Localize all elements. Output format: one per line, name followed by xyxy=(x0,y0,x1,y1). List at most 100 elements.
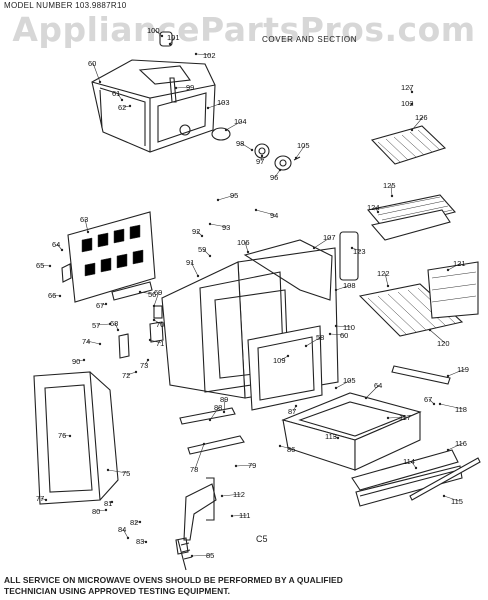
callout-anchor xyxy=(432,402,436,406)
callout-74: 74 xyxy=(82,337,90,346)
drawer-front xyxy=(351,449,481,507)
callout-116: 116 xyxy=(455,439,467,448)
callout-anchor xyxy=(390,194,394,198)
callout-60: 60 xyxy=(340,331,348,340)
callout-leader xyxy=(384,272,389,287)
callout-leader xyxy=(439,403,464,410)
left-small-parts xyxy=(111,281,164,359)
callout-leader xyxy=(92,62,101,83)
callout-leader xyxy=(225,120,243,131)
callout-leader xyxy=(169,36,176,45)
callout-101: 101 xyxy=(167,33,180,42)
callout-anchor xyxy=(286,354,290,358)
callout-anchor xyxy=(98,80,102,84)
callout-anchor xyxy=(144,540,148,544)
callout-anchor xyxy=(196,274,200,278)
callout-anchor xyxy=(138,290,142,294)
callout-61: 61 xyxy=(112,89,120,98)
callout-76: 76 xyxy=(58,431,66,440)
callout-85: 85 xyxy=(206,551,214,560)
callout-112: 112 xyxy=(233,490,245,499)
callout-leader xyxy=(447,262,462,271)
callout-69: 69 xyxy=(154,288,162,297)
watermark: AppliancePartsPros.com xyxy=(12,10,476,49)
callout-anchor xyxy=(200,234,204,238)
callout-anchor xyxy=(68,434,72,438)
callout-anchor xyxy=(294,404,298,408)
callout-anchor xyxy=(278,168,282,172)
callout-leader xyxy=(390,184,393,197)
callout-122: 122 xyxy=(377,269,390,278)
callout-leader xyxy=(56,243,63,251)
callout-114: 114 xyxy=(403,457,415,466)
callout-anchor xyxy=(410,102,414,106)
callout-115: 115 xyxy=(451,497,463,506)
callout-95: 95 xyxy=(230,191,238,200)
callout-anchor xyxy=(304,344,308,348)
callout-anchor xyxy=(60,248,64,252)
callout-leader xyxy=(313,236,332,249)
callout-anchor xyxy=(104,508,108,512)
callout-anchor xyxy=(58,294,62,298)
model-number: MODEL NUMBER 103.9887R10 xyxy=(4,1,127,10)
callout-120: 120 xyxy=(437,339,450,348)
callout-anchor xyxy=(386,416,390,420)
callout-anchor xyxy=(82,358,86,362)
callout-64: 64 xyxy=(52,240,60,249)
callout-leader xyxy=(116,92,123,101)
callout-leader xyxy=(40,264,51,267)
callout-102: 102 xyxy=(401,99,414,108)
callout-107: 107 xyxy=(323,233,336,242)
callout-leader xyxy=(96,509,107,512)
callout-anchor xyxy=(48,264,52,268)
footer-line-2: TECHNICIAN USING APPROVED TESTING EQUIPM… xyxy=(4,585,231,596)
callout-leader xyxy=(221,493,242,497)
callout-anchor xyxy=(234,464,238,468)
callout-leader xyxy=(295,144,306,159)
callout-leader xyxy=(107,469,128,474)
section-title: COVER AND SECTION xyxy=(262,35,358,44)
callout-leader xyxy=(447,368,466,377)
callout-anchor xyxy=(364,396,368,400)
callout-64: 64 xyxy=(374,381,382,390)
callout-leader xyxy=(411,116,424,131)
callout-leader xyxy=(194,443,205,470)
callout-leader xyxy=(240,142,253,151)
callout-leader xyxy=(223,398,226,413)
callout-anchor xyxy=(152,304,156,308)
callout-117: 117 xyxy=(399,413,411,422)
callout-anchor xyxy=(104,302,108,306)
rack-guide xyxy=(427,261,479,319)
callout-93: 93 xyxy=(222,223,230,232)
callout-83: 83 xyxy=(136,537,144,546)
callout-57: 57 xyxy=(92,321,100,330)
callout-anchor xyxy=(126,536,130,540)
callout-anchor xyxy=(128,104,132,108)
callout-leader xyxy=(255,209,276,216)
callout-58: 58 xyxy=(316,333,324,342)
callout-anchor xyxy=(220,494,224,498)
callout-leader xyxy=(202,248,211,257)
callout-67: 67 xyxy=(96,301,104,310)
left-panel xyxy=(61,211,156,303)
callout-59: 59 xyxy=(198,245,206,254)
callout-anchor xyxy=(110,500,114,504)
callout-leader xyxy=(175,86,192,89)
callout-leader xyxy=(195,53,212,56)
callout-leader xyxy=(274,169,281,178)
callout-anchor xyxy=(202,442,206,446)
callout-78: 78 xyxy=(190,465,198,474)
callout-leader xyxy=(139,291,154,295)
callout-121: 121 xyxy=(453,259,466,268)
callout-anchor xyxy=(312,246,316,250)
callout-leader xyxy=(207,101,226,109)
callout-leader xyxy=(335,379,352,389)
callout-anchor xyxy=(334,288,338,292)
callout-82: 82 xyxy=(130,518,138,527)
callout-75: 75 xyxy=(122,469,130,478)
callout-anchor xyxy=(446,374,450,378)
callout-110: 110 xyxy=(343,323,355,332)
callout-leader xyxy=(209,406,220,421)
callout-anchor xyxy=(106,468,110,472)
callout-leader xyxy=(365,384,380,399)
